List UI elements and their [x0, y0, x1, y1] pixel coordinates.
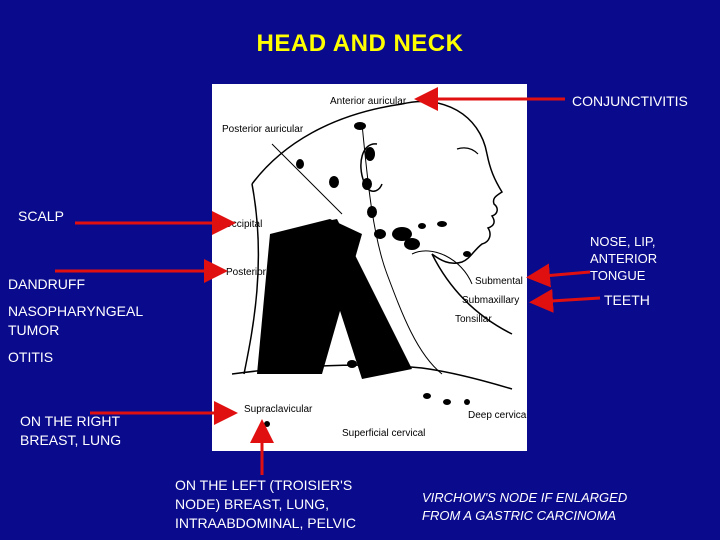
annotation-conjunctivitis: CONJUNCTIVITIS: [572, 92, 688, 111]
annotation-nasopharyngeal-tumor: NASOPHARYNGEAL TUMOR: [8, 302, 143, 340]
annotation-scalp: SCALP: [18, 207, 64, 226]
arrow-nose-lip-tongue: [532, 272, 590, 277]
annotation-left-side: ON THE LEFT (TROISIER'S NODE) BREAST, LU…: [175, 476, 356, 533]
arrow-teeth: [535, 298, 600, 302]
annotation-otitis: OTITIS: [8, 348, 53, 367]
annotation-dandruff: DANDRUFF: [8, 275, 85, 294]
annotation-virchow-node: VIRCHOW'S NODE IF ENLARGED FROM A GASTRI…: [422, 489, 627, 525]
annotation-nose-lip-tongue: NOSE, LIP, ANTERIOR TONGUE: [590, 233, 657, 284]
annotation-teeth: TEETH: [604, 291, 650, 310]
annotation-right-side: ON THE RIGHT BREAST, LUNG: [20, 412, 121, 450]
